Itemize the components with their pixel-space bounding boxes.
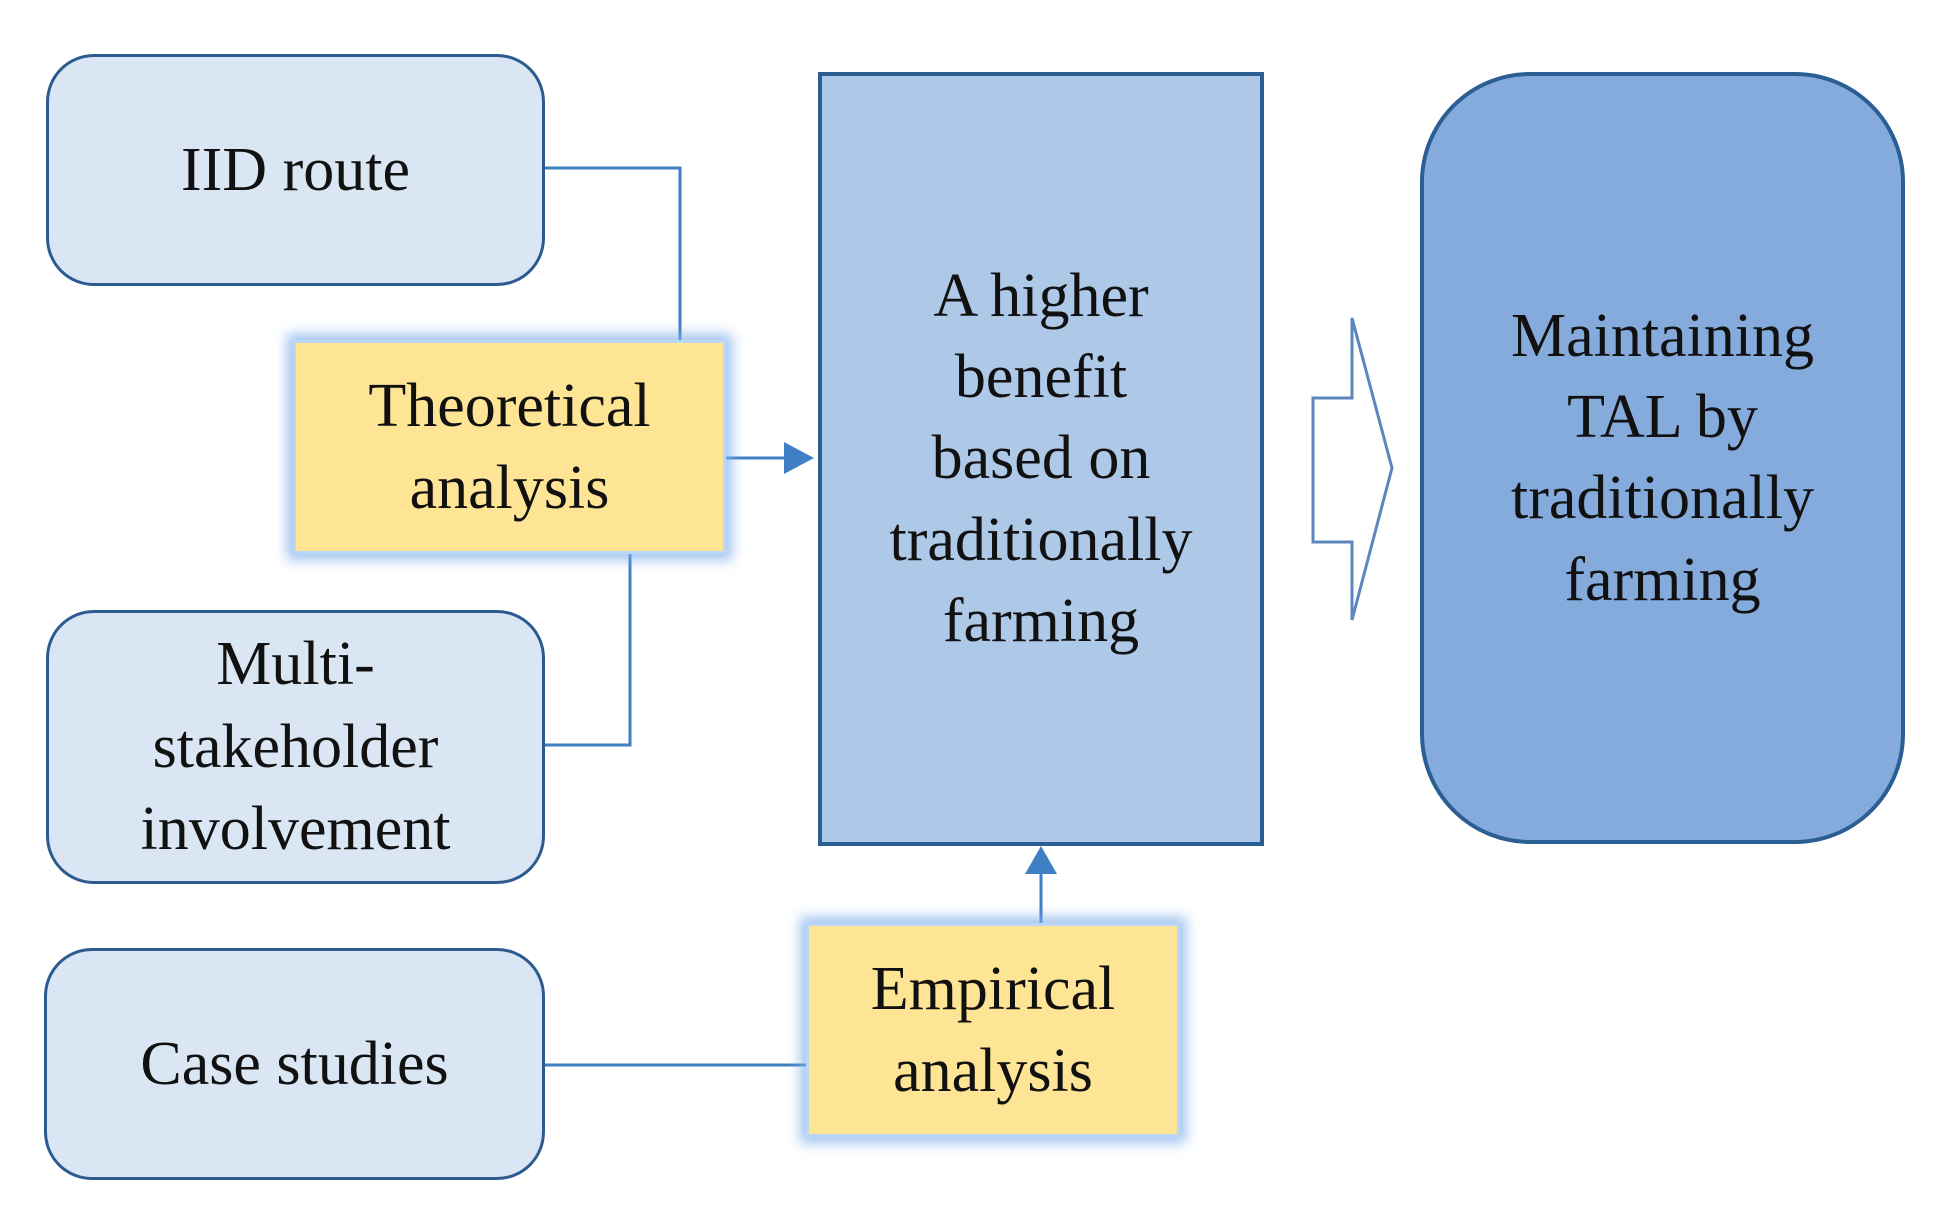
node-maintaining-tal-label: Maintaining TAL by traditionally farming [1510,302,1815,614]
block-arrow [1311,317,1394,621]
connector-multi-to-theoretical [543,554,632,747]
node-iid-route: IID route [46,54,545,286]
node-empirical-analysis-label: Empirical analysis [870,954,1116,1105]
node-case-studies: Case studies [44,948,545,1180]
node-case-studies-label: Case studies [140,1029,449,1098]
node-iid-route-label: IID route [181,135,410,204]
node-multi-stakeholder-label: Multi- stakeholder involvement [140,630,451,864]
connector-iid-to-theoretical [543,166,682,340]
node-theoretical-analysis-label: Theoretical analysis [368,371,651,522]
node-higher-benefit: A higher benefit based on traditionally … [818,72,1264,846]
node-empirical-analysis: Empirical analysis [806,923,1180,1137]
node-multi-stakeholder: Multi- stakeholder involvement [46,610,545,884]
node-theoretical-analysis: Theoretical analysis [293,340,726,554]
arrowhead-theoretical-to-benefit [784,442,814,474]
node-higher-benefit-label: A higher benefit based on traditionally … [889,262,1193,655]
arrowhead-empirical-to-benefit [1025,846,1057,874]
node-maintaining-tal: Maintaining TAL by traditionally farming [1420,72,1905,844]
